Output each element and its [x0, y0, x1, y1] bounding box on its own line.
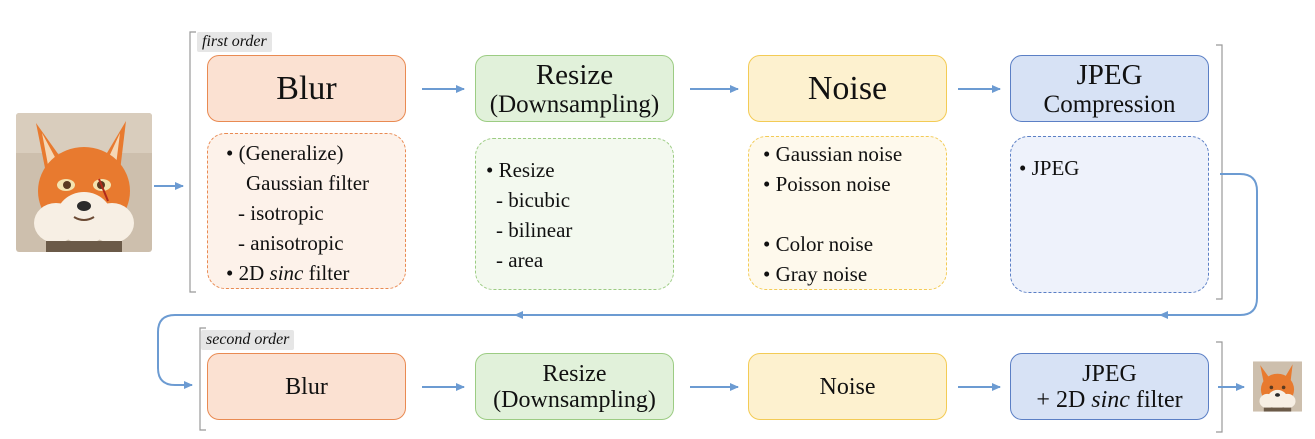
- blur-sinc-prefix: • 2D: [226, 261, 270, 285]
- second-order-bracket-left: [199, 327, 206, 431]
- jpeg-box-second: JPEG + 2D sinc filter: [1010, 353, 1209, 420]
- noise-detail-3: • Color noise: [763, 232, 874, 256]
- blur-sinc-suffix: filter: [303, 261, 350, 285]
- resize-box-second: Resize (Downsampling): [475, 353, 674, 420]
- resize-detail-1: • Resize: [486, 158, 555, 182]
- resize-box-first: Resize (Downsampling): [475, 55, 674, 122]
- resize-detail-2: - bicubic: [496, 188, 571, 212]
- noise-box-second: Noise: [748, 353, 947, 420]
- jpeg-sinc-suffix: filter: [1129, 386, 1183, 413]
- resize-subtitle-first: (Downsampling): [489, 90, 660, 118]
- jpeg-subtitle-first: Compression: [1043, 90, 1176, 118]
- noise-box-first: Noise: [748, 55, 947, 122]
- first-order-label: first order: [197, 32, 272, 52]
- first-order-bracket-left: [189, 31, 196, 293]
- resize-detail-3: - bilinear: [496, 218, 573, 242]
- input-fox-image: [16, 113, 152, 252]
- blur-detail-1: • (Generalize): [226, 141, 344, 165]
- blur-detail-4: - anisotropic: [238, 231, 344, 255]
- arrow-loop-left: [157, 314, 525, 389]
- second-order-label: second order: [201, 330, 295, 350]
- noise-detail-4: • Gray noise: [763, 262, 868, 286]
- blur-sinc-word: sinc: [269, 261, 304, 285]
- noise-title-first: Noise: [807, 69, 888, 107]
- blur-detail-2: Gaussian filter: [246, 171, 370, 195]
- jpeg-title-second: JPEG: [1082, 360, 1137, 387]
- noise-title-second: Noise: [819, 373, 876, 400]
- blur-detail-3: - isotropic: [238, 201, 324, 225]
- jpeg-details: • JPEG: [1010, 136, 1209, 293]
- jpeg-sinc-second: + 2D sinc filter: [1036, 387, 1182, 413]
- jpeg-sinc-prefix: + 2D: [1036, 386, 1092, 413]
- blur-detail-5: • 2D sinc filter: [226, 258, 405, 288]
- resize-details: • Resize - bicubic - bilinear - area: [475, 138, 674, 290]
- output-fox-image: [1253, 361, 1302, 412]
- noise-detail-2: • Poisson noise: [763, 172, 891, 196]
- blur-box-first: Blur: [207, 55, 406, 122]
- resize-title-second: Resize: [542, 360, 607, 387]
- blur-details: • (Generalize) Gaussian filter - isotrop…: [207, 133, 406, 289]
- jpeg-title-first: JPEG: [1076, 58, 1143, 91]
- noise-details: • Gaussian noise • Poisson noise • Color…: [748, 136, 947, 290]
- blur-title-first: Blur: [276, 69, 337, 107]
- arrow-loop-right: [1159, 173, 1258, 319]
- jpeg-detail-1: • JPEG: [1019, 156, 1080, 180]
- resize-detail-4: - area: [496, 248, 544, 272]
- noise-detail-1: • Gaussian noise: [763, 142, 903, 166]
- blur-box-second: Blur: [207, 353, 406, 420]
- resize-subtitle-second: (Downsampling): [493, 386, 656, 413]
- blur-title-second: Blur: [285, 373, 328, 400]
- jpeg-box-first: JPEG Compression: [1010, 55, 1209, 122]
- first-order-bracket-right: [1216, 44, 1223, 300]
- resize-title-first: Resize: [535, 58, 614, 91]
- jpeg-sinc-word: sinc: [1091, 386, 1130, 413]
